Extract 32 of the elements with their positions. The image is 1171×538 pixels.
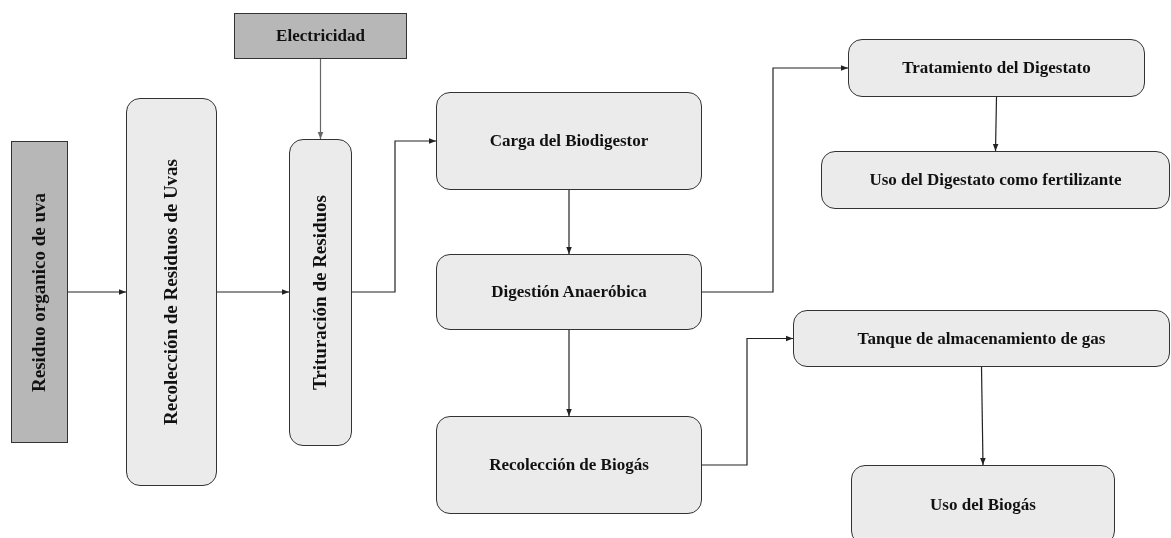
node-text: Uso del Digestato como fertilizante <box>869 169 1122 192</box>
node-text: Recolección de Biogás <box>489 454 649 477</box>
arrow <box>566 189 572 255</box>
node-text: Trituración de Residuos <box>308 195 332 390</box>
arrow <box>317 58 324 140</box>
process-box <box>793 310 1170 367</box>
node-text: Carga del Biodigestor <box>489 130 649 153</box>
process-box <box>126 98 217 486</box>
arrow <box>701 65 849 293</box>
arrow <box>216 289 290 295</box>
process-box <box>289 139 352 446</box>
node-text: Residuo organico de uva <box>27 192 51 392</box>
node-text: Uso del Biogás <box>930 494 1036 517</box>
arrow <box>351 138 437 293</box>
process-box <box>436 254 702 330</box>
process-box <box>436 92 702 190</box>
process-box <box>821 151 1170 209</box>
node-text: Electricidad <box>276 25 365 48</box>
process-box <box>234 13 407 59</box>
node-text: Tratamiento del Digestato <box>902 57 1091 80</box>
node-text: Tanque de almacenamiento de gas <box>857 327 1106 350</box>
node-text: Recolección de Residuos de Uvas <box>159 159 183 425</box>
arrow <box>992 96 999 152</box>
process-box <box>436 416 702 514</box>
node-text: Digestión Anaeróbica <box>491 281 647 304</box>
arrow <box>67 289 127 295</box>
process-box <box>848 39 1145 97</box>
arrow <box>980 366 986 466</box>
process-box <box>11 141 68 443</box>
process-box <box>851 465 1115 538</box>
arrow <box>566 329 572 417</box>
arrow <box>701 335 794 466</box>
